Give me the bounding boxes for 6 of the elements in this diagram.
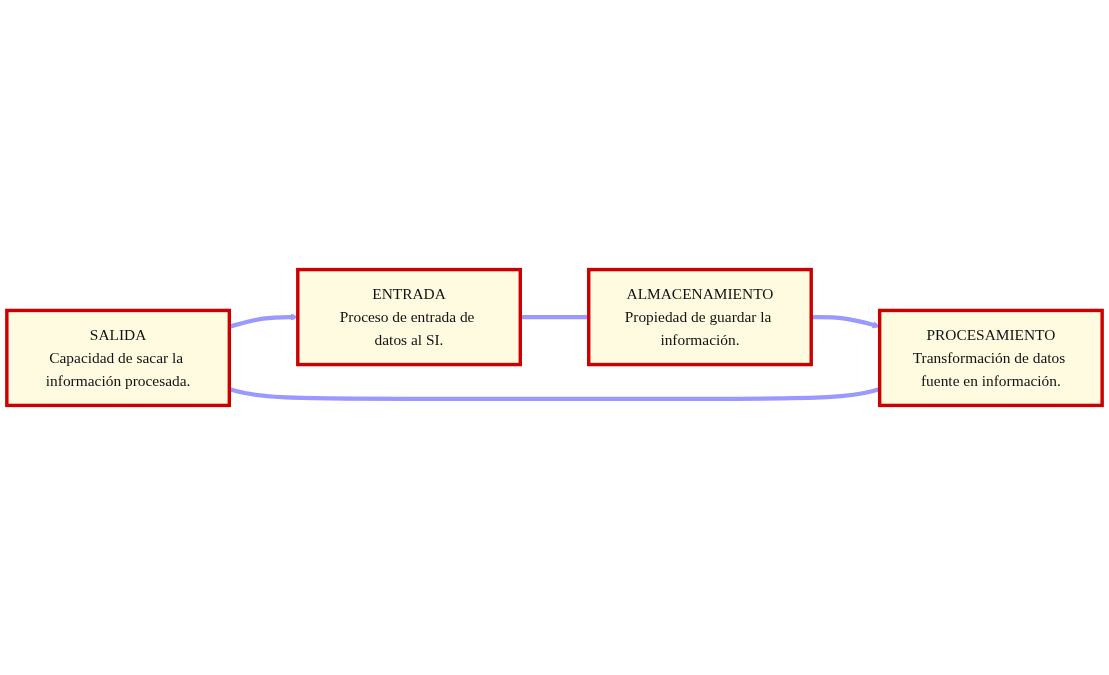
arrow [811,314,880,329]
node-box: SALIDA Capacidad de sacar la información procesada. [5,308,232,408]
node-box: ENTRADA Proceso de entrada de datos al SI. [296,267,522,367]
node-box: ALMACENAMIENTO Propiedad de guardar la información. [587,267,813,367]
node-box: PROCESAMIENTO Transformación de datos fuente en información. [877,308,1104,408]
arrow [228,313,299,329]
